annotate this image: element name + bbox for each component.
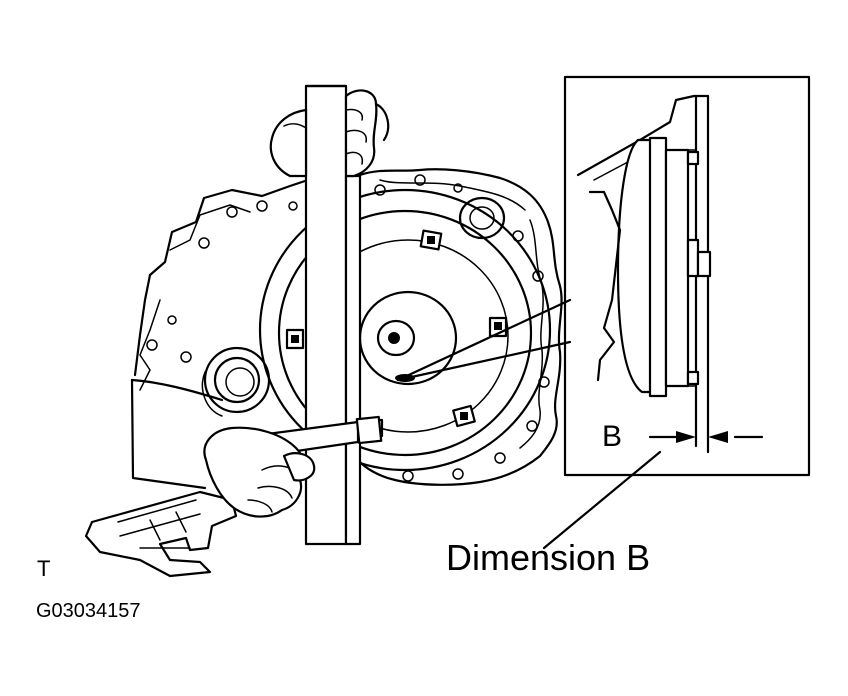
callout-leader-line xyxy=(542,450,662,550)
transaxle-housing xyxy=(130,168,563,490)
detail-dimension-label: B xyxy=(602,420,622,453)
torque-converter xyxy=(258,188,572,472)
corner-mark: T xyxy=(37,556,50,581)
hand-upper xyxy=(269,89,390,178)
dimension-callout-label: Dimension B xyxy=(446,537,650,578)
hand-lower xyxy=(203,426,316,518)
detail-inset: B xyxy=(563,75,811,477)
figure-code: G03034157 xyxy=(36,600,141,622)
